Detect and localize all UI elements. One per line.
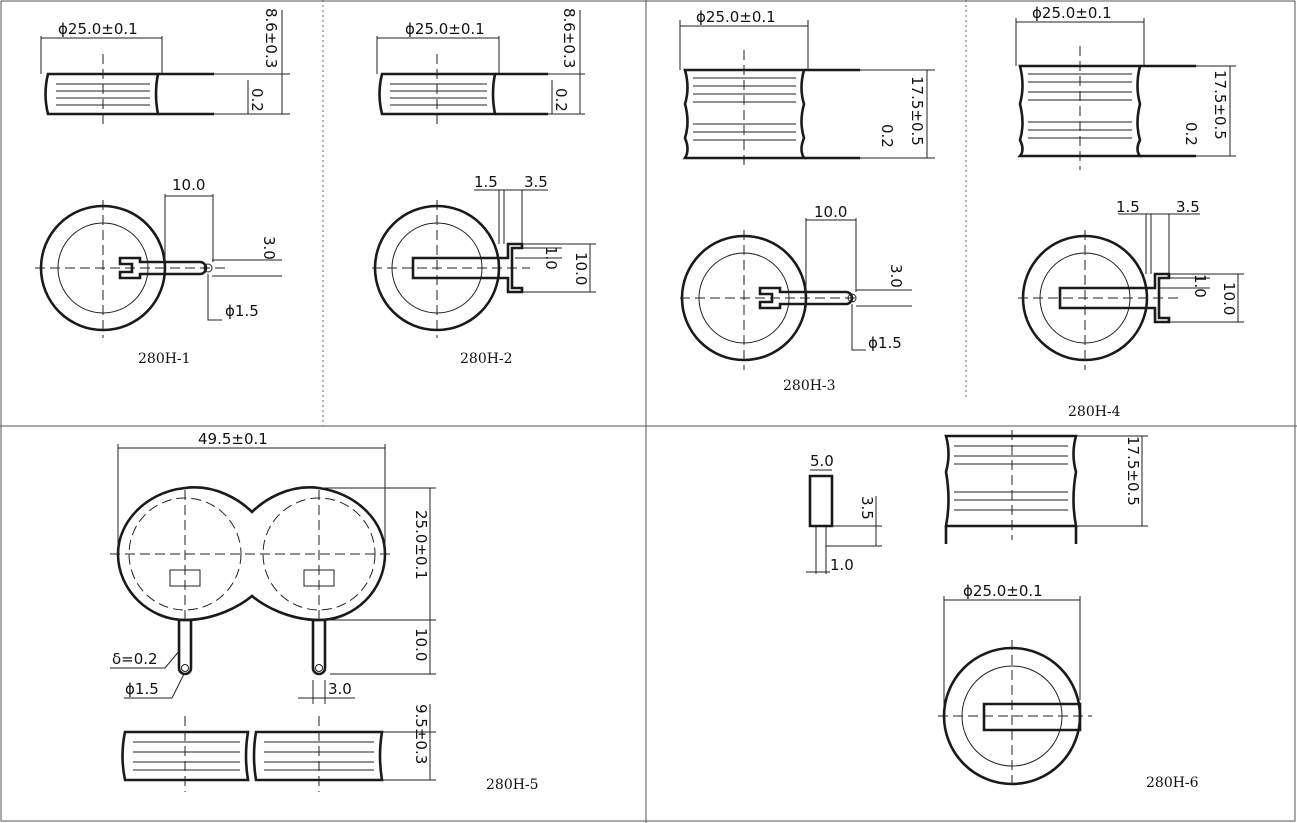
dim-diameter: ϕ25.0±0.1 [963, 582, 1043, 600]
dim-tab-width: 3.0 [260, 236, 278, 260]
dim-tab-thickness: 0.2 [552, 88, 570, 112]
dim-height: 17.5±0.5 [1124, 436, 1142, 506]
panel-280h-5: 49.5±0.1 25.0±0.1 10.0 δ=0.2 ϕ1.5 3.0 9.… [110, 430, 539, 793]
dim-height: 17.5±0.5 [1211, 70, 1229, 140]
dim-diameter: ϕ25.0±0.1 [58, 20, 138, 38]
panel-280h-2: ϕ25.0±0.1 8.6±0.3 0.2 1.5 3.5 10.0 1.0 2… [372, 8, 596, 367]
caption-280h-6: 280H-6 [1146, 775, 1199, 791]
dim-tab-thickness: 0.2 [878, 124, 896, 148]
dim-diameter: ϕ25.0±0.1 [696, 8, 776, 26]
dim-pin-b: 3.5 [524, 173, 548, 191]
dim-tab-width: 3.0 [887, 264, 905, 288]
dim-hole: ϕ1.5 [125, 680, 159, 698]
dim-height: 8.6±0.3 [560, 8, 578, 68]
dim-height: 9.5±0.3 [412, 704, 430, 764]
dim-tab-thickness: 0.2 [248, 88, 266, 112]
caption-280h-2: 280H-2 [460, 351, 513, 367]
dim-hole: ϕ1.5 [868, 334, 902, 352]
caption-280h-4: 280H-4 [1068, 404, 1121, 420]
dim-pin-width: 5.0 [810, 452, 834, 470]
dim-width: 49.5±0.1 [198, 430, 268, 448]
dim-pin-d: 10.0 [572, 252, 590, 285]
caption-280h-1: 280H-1 [138, 351, 191, 367]
dim-pin-b: 3.5 [1176, 198, 1200, 216]
panel-280h-3: ϕ25.0±0.1 17.5±0.5 0.2 10.0 3.0 ϕ1.5 280… [679, 8, 935, 394]
dim-tab-length: 10.0 [172, 176, 205, 194]
panel-280h-6: 5.0 3.5 1.0 17.5±0.5 ϕ25.0±0.1 280H-6 [806, 430, 1199, 791]
dim-diameter: 25.0±0.1 [412, 510, 430, 580]
dim-pin-a: 1.5 [1116, 198, 1140, 216]
dim-tab-width: 3.0 [328, 680, 352, 698]
dim-thickness: δ=0.2 [112, 650, 158, 668]
dim-pin-thickness: 1.0 [830, 556, 854, 574]
dim-diameter: ϕ25.0±0.1 [1032, 4, 1112, 22]
dim-pin-c: 1.0 [1191, 274, 1209, 298]
dim-pin-d: 10.0 [1220, 282, 1238, 315]
dim-pin-c: 1.0 [542, 246, 560, 270]
dim-tab-thickness: 0.2 [1182, 122, 1200, 146]
dim-diameter: ϕ25.0±0.1 [405, 20, 485, 38]
dim-hole: ϕ1.5 [225, 302, 259, 320]
caption-280h-5: 280H-5 [486, 777, 539, 793]
dim-tab-length: 10.0 [412, 628, 430, 661]
caption-280h-3: 280H-3 [783, 378, 836, 394]
panel-280h-1: ϕ25.0±0.1 8.6±0.3 0.2 10.0 3.0 ϕ1.5 280H… [35, 8, 290, 367]
dim-tab-length: 10.0 [814, 203, 847, 221]
dim-height: 8.6±0.3 [262, 8, 280, 68]
dim-pin-a: 1.5 [474, 173, 498, 191]
panel-280h-4: ϕ25.0±0.1 17.5±0.5 0.2 1.5 3.5 10.0 1.0 … [1015, 4, 1244, 420]
dim-height: 17.5±0.5 [908, 76, 926, 146]
dim-pin-height: 3.5 [858, 496, 876, 520]
